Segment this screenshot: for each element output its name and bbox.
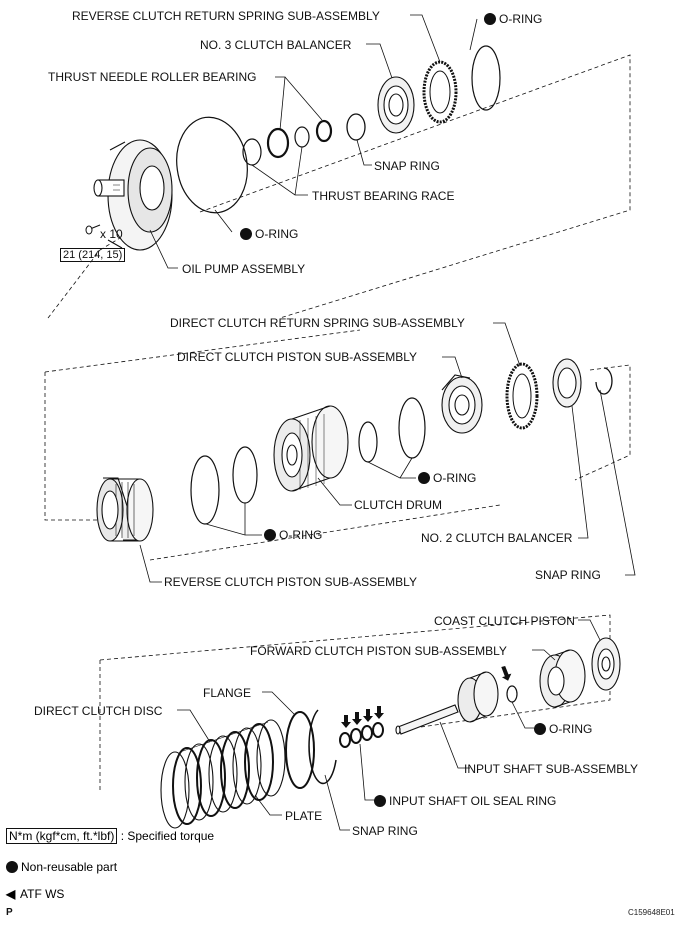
non-reusable-icon <box>374 795 386 807</box>
label-bolt-count: x 10 <box>100 227 123 241</box>
non-reusable-icon <box>484 13 496 25</box>
direct-return-spring <box>505 362 539 430</box>
legend-atf-text: ATF WS <box>20 887 65 901</box>
label-snap-ring-mid: SNAP RING <box>535 568 601 582</box>
o-ring-drum-text: O-RING <box>433 471 477 485</box>
figure-code: C159648E01 <box>628 908 675 917</box>
leaders-top <box>149 14 478 269</box>
non-reusable-icon <box>240 228 252 240</box>
label-input-shaft: INPUT SHAFT SUB-ASSEMBLY <box>464 762 639 776</box>
label-no3-clutch-balancer: NO. 3 CLUTCH BALANCER <box>200 38 352 52</box>
direct-clutch-piston <box>441 374 483 434</box>
atf-arrows-seal <box>341 706 384 728</box>
leaders-bottom <box>177 619 601 831</box>
label-o-ring-input: O-RING <box>534 722 592 736</box>
label-direct-clutch-disc: DIRECT CLUTCH DISC <box>34 704 163 718</box>
pump-bolt <box>85 224 101 235</box>
reverse-clutch-piston <box>96 477 154 542</box>
dashed-outlines <box>44 54 631 790</box>
atf-arrow-oring <box>501 665 512 681</box>
non-reusable-icon <box>534 723 546 735</box>
non-reusable-icon <box>6 861 18 873</box>
o-ring-top <box>471 45 501 111</box>
label-flange: FLANGE <box>203 686 252 700</box>
pump-o-ring <box>176 116 248 214</box>
legend-torque-desc: : Specified torque <box>120 829 215 843</box>
snap-ring-mid <box>595 367 613 395</box>
o-ring-input-text: O-RING <box>549 722 593 736</box>
torque-spec-value: 21 (214, 15) <box>60 248 126 262</box>
label-direct-clutch-piston: DIRECT CLUTCH PISTON SUB-ASSEMBLY <box>177 350 418 364</box>
legend-torque-unit: N*m (kgf*cm, ft.*lbf) <box>6 828 118 844</box>
page-letter: P <box>6 907 13 918</box>
oil-pump-assembly <box>93 139 173 251</box>
legend-non-reusable: Non-reusable part <box>6 860 117 874</box>
label-no2-clutch-balancer: NO. 2 CLUTCH BALANCER <box>421 531 573 545</box>
no2-clutch-balancer <box>552 358 582 408</box>
o-ring-reverse-2 <box>232 446 258 504</box>
label-plate: PLATE <box>285 809 323 823</box>
label-direct-clutch-return-spring: DIRECT CLUTCH RETURN SPRING SUB-ASSEMBLY <box>170 316 465 330</box>
label-coast-clutch-piston: COAST CLUTCH PISTON <box>434 614 575 628</box>
atf-arrow-icon: ◀ <box>6 887 16 901</box>
label-snap-ring-bottom: SNAP RING <box>352 824 418 838</box>
o-ring-reverse-1 <box>190 455 220 525</box>
label-oil-pump-assembly: OIL PUMP ASSEMBLY <box>182 262 306 276</box>
non-reusable-icon <box>418 472 430 484</box>
legend-non-reusable-text: Non-reusable part <box>21 860 118 874</box>
label-clutch-drum: CLUTCH DRUM <box>354 498 442 512</box>
label-o-ring-top: O-RING <box>484 12 542 26</box>
snap-ring-top <box>346 113 366 141</box>
clutch-drum <box>273 405 349 492</box>
non-reusable-icon <box>264 529 276 541</box>
label-snap-ring-top: SNAP RING <box>374 159 440 173</box>
label-reverse-clutch-piston: REVERSE CLUTCH PISTON SUB-ASSEMBLY <box>164 575 417 589</box>
o-ring-pump-text: O-RING <box>255 227 299 241</box>
input-shaft-seal-rings <box>339 722 384 748</box>
legend-torque: N*m (kgf*cm, ft.*lbf) : Specified torque <box>6 828 215 844</box>
leaders-mid <box>139 322 636 583</box>
coast-clutch-piston <box>591 637 621 691</box>
label-o-ring-reverse: O-RING <box>264 528 322 542</box>
torque-spec-box: 21 (214, 15) <box>60 248 126 262</box>
forward-clutch-piston <box>539 649 586 708</box>
no3-clutch-balancer <box>377 76 415 134</box>
input-shaft <box>395 671 499 735</box>
label-thrust-bearing-race: THRUST BEARING RACE <box>312 189 455 203</box>
o-ring-top-text: O-RING <box>499 12 543 26</box>
thrust-bearing-race-2 <box>294 126 310 148</box>
thrust-bearing-race-1 <box>242 138 262 166</box>
label-thrust-needle-roller-bearing: THRUST NEEDLE ROLLER BEARING <box>48 70 257 84</box>
label-forward-clutch-piston: FORWARD CLUTCH PISTON SUB-ASSEMBLY <box>250 644 507 658</box>
direct-clutch-pack <box>160 719 286 829</box>
input-shaft-seal-ring-text: INPUT SHAFT OIL SEAL RING <box>389 794 557 808</box>
label-o-ring-pump: O-RING <box>240 227 298 241</box>
label-input-shaft-seal-ring: INPUT SHAFT OIL SEAL RING <box>374 794 556 808</box>
o-ring-input <box>506 685 518 703</box>
thrust-needle-bearing-1 <box>266 127 290 159</box>
label-o-ring-drum: O-RING <box>418 471 476 485</box>
o-ring-drum-1 <box>358 421 378 463</box>
legend-atf: ◀ ATF WS <box>6 887 64 901</box>
thrust-needle-bearing-2 <box>315 119 333 143</box>
o-ring-drum-2 <box>398 397 426 459</box>
flange <box>285 711 315 789</box>
reverse-return-spring <box>422 60 458 124</box>
snap-ring-bottom <box>308 709 337 785</box>
label-reverse-clutch-return-spring: REVERSE CLUTCH RETURN SPRING SUB-ASSEMBL… <box>72 9 380 23</box>
o-ring-reverse-text: O-RING <box>279 528 323 542</box>
